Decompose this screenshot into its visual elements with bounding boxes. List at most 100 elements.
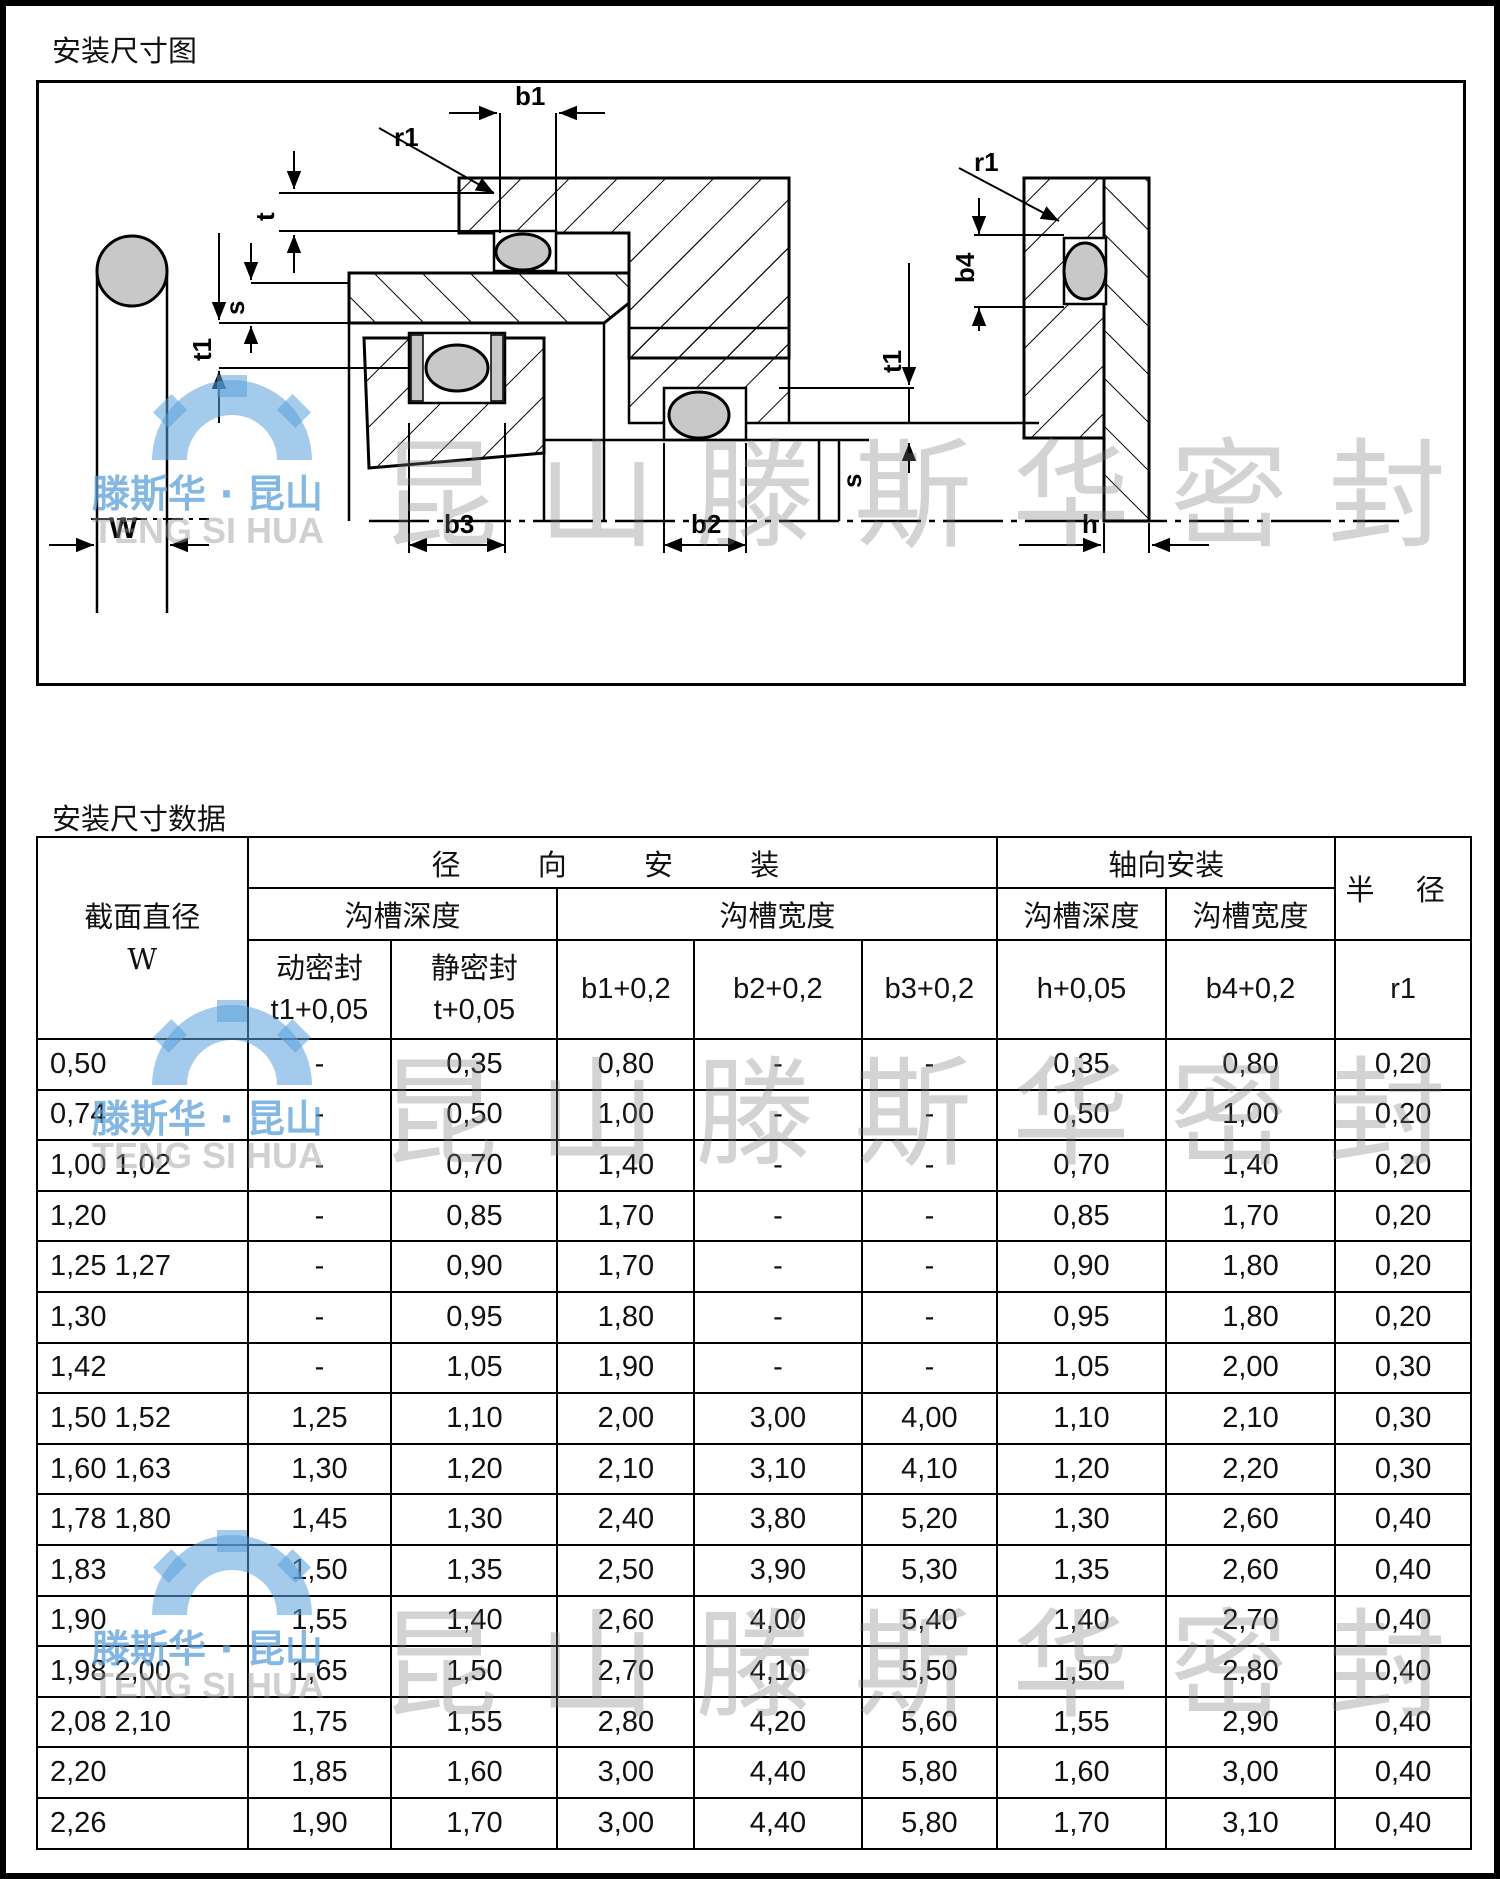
header-axial-groove-width: 沟槽宽度 <box>1164 887 1337 941</box>
table-cell: 0,85 <box>996 1189 1167 1243</box>
table-cell: 3,10 <box>693 1442 863 1496</box>
header-section-diameter: 截面直径 W <box>36 836 249 1040</box>
label-b1: b1 <box>515 83 545 111</box>
table-cell: 2,60 <box>556 1594 696 1648</box>
table-cell: 0,30 <box>1334 1341 1472 1395</box>
axial-housing-right <box>1102 176 1151 523</box>
header-h: h+0,05 <box>996 938 1167 1041</box>
table-cell: 0,70 <box>996 1139 1167 1192</box>
table-cell: 0,40 <box>1334 1695 1472 1749</box>
table-cell: - <box>693 1088 863 1142</box>
table-cell: 4,40 <box>693 1746 863 1799</box>
piston-rod <box>347 271 631 325</box>
table-cell: 0,30 <box>1334 1442 1472 1496</box>
table-cell: 5,80 <box>860 1746 999 1799</box>
table-cell: 1,80 <box>556 1290 696 1344</box>
table-cell: 1,50 <box>996 1645 1167 1698</box>
table-cell: 0,95 <box>390 1290 559 1344</box>
table-cell: 2,00 <box>1164 1341 1337 1395</box>
table-cell: 1,90 <box>36 1594 249 1648</box>
table-cell: 2,10 <box>1164 1392 1337 1445</box>
header-radius: 半 径 <box>1334 836 1472 941</box>
table-cell: - <box>860 1189 999 1243</box>
label-b3: b3 <box>444 509 474 539</box>
table-cell: 0,30 <box>1334 1392 1472 1445</box>
table-cell: - <box>693 1290 863 1344</box>
table-cell: 0,20 <box>1334 1139 1472 1192</box>
label-s-left: s <box>220 301 250 315</box>
header-dynamic-seal: 动密封 t1+0,05 <box>246 938 393 1041</box>
table-cell: 1,20 <box>996 1442 1167 1496</box>
table-cell: 1,50 1,52 <box>36 1392 249 1445</box>
table-cell: 0,70 <box>390 1139 559 1192</box>
table-cell: 3,10 <box>1164 1796 1337 1850</box>
header-axial-groove-depth: 沟槽深度 <box>996 887 1167 941</box>
table-cell: 3,00 <box>693 1392 863 1445</box>
installation-diagram: b1 r1 t s t1 t1 s b4 r1 b3 b2 h W <box>36 80 1466 686</box>
lower-seal <box>667 390 731 440</box>
label-r1-right: r1 <box>974 147 999 177</box>
table-cell: 3,00 <box>556 1796 696 1850</box>
table-cell: 0,40 <box>1334 1543 1472 1597</box>
table-cell: - <box>246 1038 393 1091</box>
table-cell: 1,55 <box>246 1594 393 1648</box>
middle-seal <box>424 343 490 393</box>
table-cell: 1,35 <box>996 1543 1167 1597</box>
label-s-right: s <box>837 474 867 488</box>
label-r1-left: r1 <box>394 122 419 152</box>
table-cell: 1,83 <box>36 1543 249 1597</box>
table-cell: 1,42 <box>36 1341 249 1395</box>
table-cell: 1,00 1,02 <box>36 1139 249 1192</box>
table-cell: - <box>693 1341 863 1395</box>
table-cell: 1,30 <box>36 1290 249 1344</box>
table-cell: 1,70 <box>390 1796 559 1850</box>
table-cell: 2,90 <box>1164 1695 1337 1749</box>
header-b4: b4+0,2 <box>1164 938 1337 1041</box>
table-cell: 0,95 <box>996 1290 1167 1344</box>
label-b2: b2 <box>691 509 721 539</box>
table-cell: 0,74 <box>36 1088 249 1142</box>
table-cell: 4,10 <box>860 1442 999 1496</box>
table-cell: 1,00 <box>1164 1088 1337 1142</box>
table-cell: 1,85 <box>246 1746 393 1799</box>
header-b3: b3+0,2 <box>860 938 999 1041</box>
table-cell: 4,10 <box>693 1645 863 1698</box>
frame-bottom <box>0 1873 1500 1879</box>
table-cell: 4,40 <box>693 1796 863 1850</box>
table-cell: 0,20 <box>1334 1088 1472 1142</box>
label-t: t <box>250 212 280 221</box>
table-cell: 1,20 <box>390 1442 559 1496</box>
table-cell: 0,20 <box>1334 1290 1472 1344</box>
table-cell: - <box>860 1038 999 1091</box>
table-cell: 1,98 2,00 <box>36 1645 249 1698</box>
table-cell: 2,50 <box>556 1543 696 1597</box>
table-cell: 1,70 <box>556 1240 696 1293</box>
table-cell: - <box>693 1038 863 1091</box>
table-cell: 1,05 <box>390 1341 559 1395</box>
diagram-svg: b1 r1 t s t1 t1 s b4 r1 b3 b2 h W <box>49 83 1399 613</box>
table-cell: 0,90 <box>390 1240 559 1293</box>
header-static-seal: 静密封 t+0,05 <box>390 938 559 1041</box>
label-w: W <box>109 512 138 545</box>
frame-top <box>0 0 1500 6</box>
table-cell: 5,30 <box>860 1543 999 1597</box>
table-cell: 1,40 <box>996 1594 1167 1648</box>
table-cell: 1,00 <box>556 1088 696 1142</box>
table-cell: 2,26 <box>36 1796 249 1850</box>
table-cell: 2,08 2,10 <box>36 1695 249 1749</box>
diagram-title: 安装尺寸图 <box>52 34 198 68</box>
table-cell: 1,10 <box>390 1392 559 1445</box>
table-cell: 1,60 <box>390 1746 559 1799</box>
frame-right <box>1494 0 1500 1879</box>
table-cell: 0,80 <box>556 1038 696 1091</box>
table-cell: 0,40 <box>1334 1594 1472 1648</box>
